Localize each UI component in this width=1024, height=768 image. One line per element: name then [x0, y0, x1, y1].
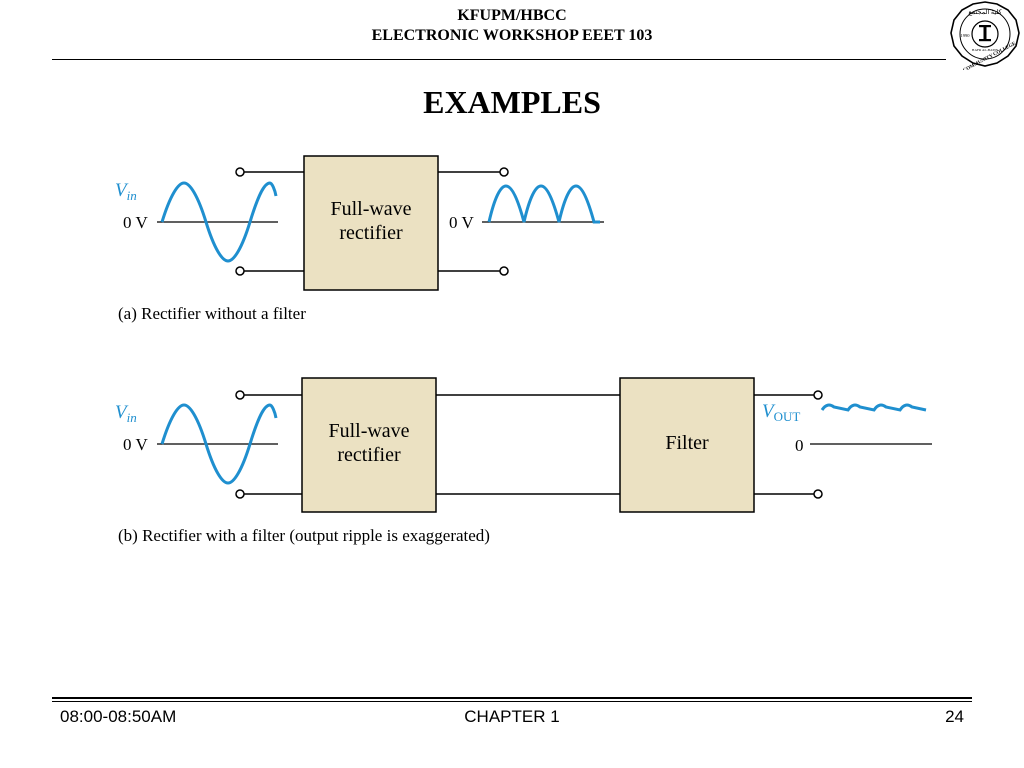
logo-year: 1990	[961, 33, 971, 38]
input-zero-label: 0 V	[123, 213, 148, 232]
footer-divider-thin	[52, 701, 972, 702]
input-terminal-top	[235, 167, 245, 177]
rectifier-label-line2: rectifier	[337, 444, 401, 466]
header: KFUPM/HBCC ELECTRONIC WORKSHOP EEET 103	[0, 6, 1024, 46]
college-logo: كلية المجتمع 1990 HAFR AL-BATIN COMMUNIT…	[950, 1, 1020, 70]
output-zero-label: 0 V	[449, 213, 474, 232]
vin-label: Vin	[115, 402, 137, 425]
diagram-a: Vin 0 V Full-wave rectifier 0 V (a) Rect…	[115, 155, 604, 323]
output-zero-label: 0	[795, 436, 804, 455]
rectifier-block	[303, 155, 439, 291]
input-terminal-top	[235, 390, 245, 400]
output-terminal-bottom	[813, 489, 823, 499]
footer-chapter: CHAPTER 1	[464, 707, 560, 726]
rectifier-label-line1: Full-wave	[330, 198, 411, 220]
caption-b: (b) Rectifier with a filter (output ripp…	[118, 526, 490, 545]
input-zero-label: 0 V	[123, 435, 148, 454]
output-ripple-wave	[820, 403, 927, 412]
input-terminal-bottom	[235, 489, 245, 499]
output-terminal-top	[499, 167, 509, 177]
logo-small-text: HAFR AL-BATIN	[972, 48, 999, 52]
output-rectified-wave	[487, 184, 600, 224]
header-institution: KFUPM/HBCC	[457, 7, 567, 24]
diagram-b: Vin 0 V Full-wave rectifier Filter VOUT …	[115, 377, 932, 545]
footer-divider-thick	[52, 697, 972, 699]
filter-block	[619, 377, 755, 513]
vin-label: Vin	[115, 180, 137, 203]
slide-title: EXAMPLES	[423, 84, 601, 120]
rectifier-label-line2: rectifier	[339, 222, 403, 244]
output-terminal-top	[813, 390, 823, 400]
input-sine-wave	[160, 403, 278, 485]
logo-arabic: كلية المجتمع	[968, 8, 1002, 16]
input-terminal-bottom	[235, 266, 245, 276]
rectifier-label-line1: Full-wave	[328, 420, 409, 442]
footer-time: 08:00-08:50AM	[60, 707, 177, 726]
vout-label: VOUT	[762, 401, 800, 424]
output-terminal-bottom	[499, 266, 509, 276]
rectifier-block	[301, 377, 437, 513]
filter-label: Filter	[665, 432, 709, 454]
input-sine-wave	[160, 181, 278, 263]
caption-a: (a) Rectifier without a filter	[118, 304, 306, 323]
header-course: ELECTRONIC WORKSHOP EEET 103	[371, 27, 653, 44]
header-divider	[52, 59, 946, 60]
footer-page-number: 24	[945, 707, 964, 726]
